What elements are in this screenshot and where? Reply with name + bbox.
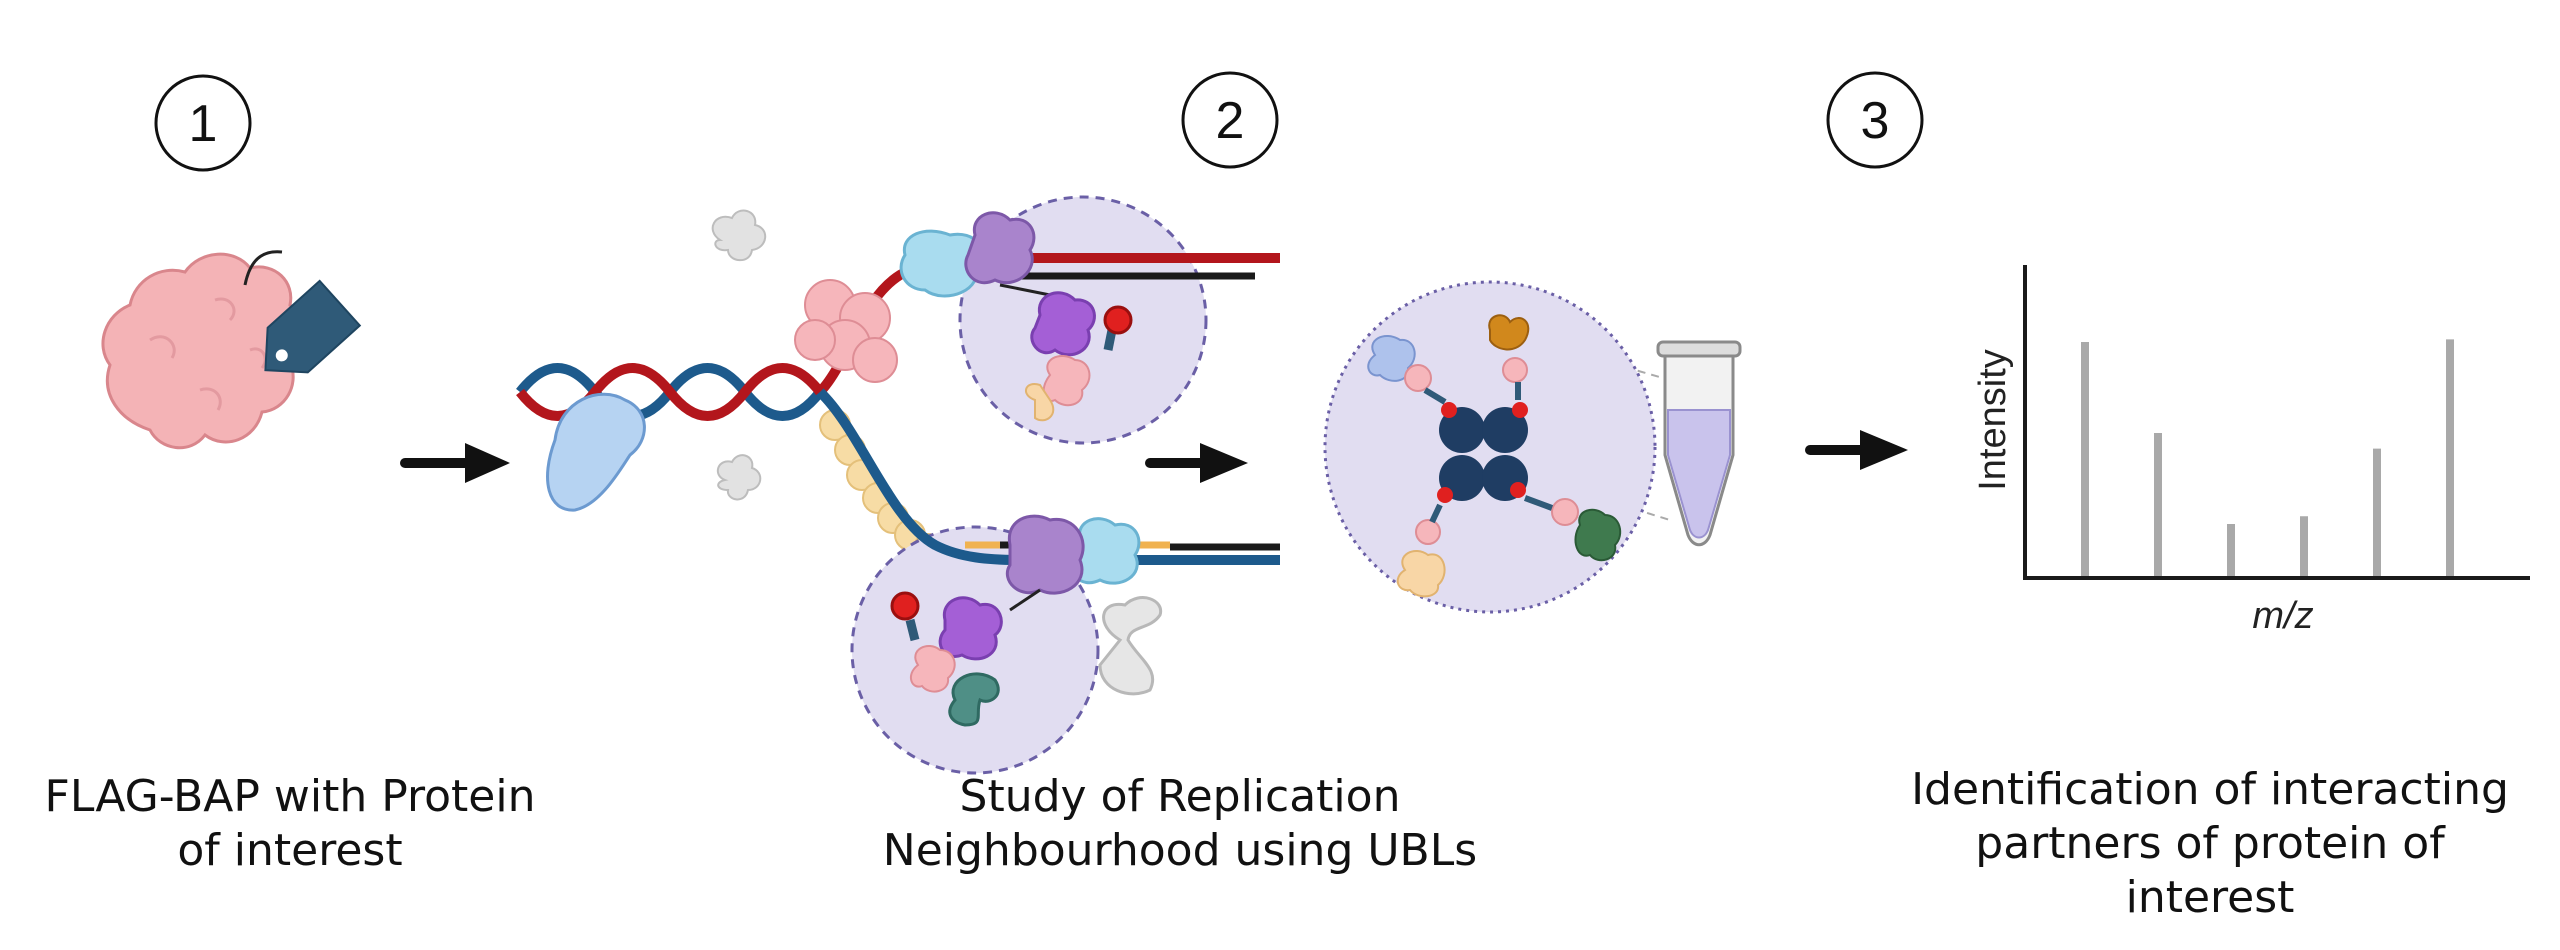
lagging-template-strand bbox=[816, 388, 1280, 565]
grey-c-protein-icon bbox=[1098, 596, 1163, 696]
purple-polymerase-bottom bbox=[1005, 514, 1085, 595]
arrow-3 bbox=[1805, 430, 1908, 470]
step-2-caption: Study of Replication Neighbourhood using… bbox=[860, 770, 1500, 878]
step-1-caption: FLAG-BAP with Protein of interest bbox=[20, 770, 560, 878]
replication-fork bbox=[516, 195, 1280, 775]
step-3-number: 3 bbox=[1861, 92, 1890, 150]
arrow-1 bbox=[400, 443, 510, 483]
purple-polymerase-top bbox=[964, 211, 1036, 285]
step-3-caption: Identification of interacting partners o… bbox=[1880, 763, 2540, 925]
grey-protein-icon bbox=[711, 209, 767, 262]
protein-of-interest-blob bbox=[101, 252, 306, 450]
bead bbox=[1482, 407, 1528, 453]
eppendorf-tube-icon bbox=[1656, 340, 1742, 547]
step-2-badge: 2 bbox=[1181, 71, 1279, 169]
blue-clamp-protein bbox=[546, 392, 646, 512]
streptavidin-bead-pulldown bbox=[1323, 280, 1671, 614]
bead bbox=[1439, 407, 1485, 453]
step-1-badge: 1 bbox=[154, 74, 252, 172]
teal-protein bbox=[948, 672, 1000, 727]
purple-ubl-protein-bottom bbox=[938, 596, 1003, 661]
mass-spectrum-chart: Intensity m/z bbox=[1972, 265, 2530, 637]
step-1-number: 1 bbox=[189, 95, 218, 153]
arrow-2 bbox=[1145, 443, 1248, 483]
dna-strand-red bbox=[516, 363, 824, 421]
step-3-badge: 3 bbox=[1826, 71, 1924, 169]
caption-line: Identification of interacting bbox=[1911, 764, 2509, 815]
caption-line: of interest bbox=[177, 825, 403, 876]
caption-line: FLAG-BAP with Protein bbox=[44, 771, 536, 822]
caption-line: Neighbourhood using UBLs bbox=[882, 825, 1478, 876]
x-axis-label: m/z bbox=[2252, 595, 2313, 637]
step-2-number: 2 bbox=[1216, 92, 1245, 150]
purple-ubl-protein-top bbox=[1030, 291, 1096, 357]
pink-helicase bbox=[794, 279, 898, 383]
red-ubl-marker-bottom bbox=[890, 591, 920, 642]
flag-bap-tag bbox=[243, 250, 362, 374]
caption-line: interest bbox=[2125, 872, 2295, 923]
grey-protein-icon bbox=[716, 454, 762, 501]
caption-line: Study of Replication bbox=[959, 771, 1401, 822]
caption-line: partners of protein of bbox=[1975, 818, 2445, 869]
spectrum-peaks bbox=[2081, 339, 2454, 576]
red-ubl-marker-top bbox=[1103, 305, 1133, 351]
y-axis-label: Intensity bbox=[1972, 349, 2014, 491]
light-blue-protein-bottom bbox=[1070, 517, 1141, 585]
